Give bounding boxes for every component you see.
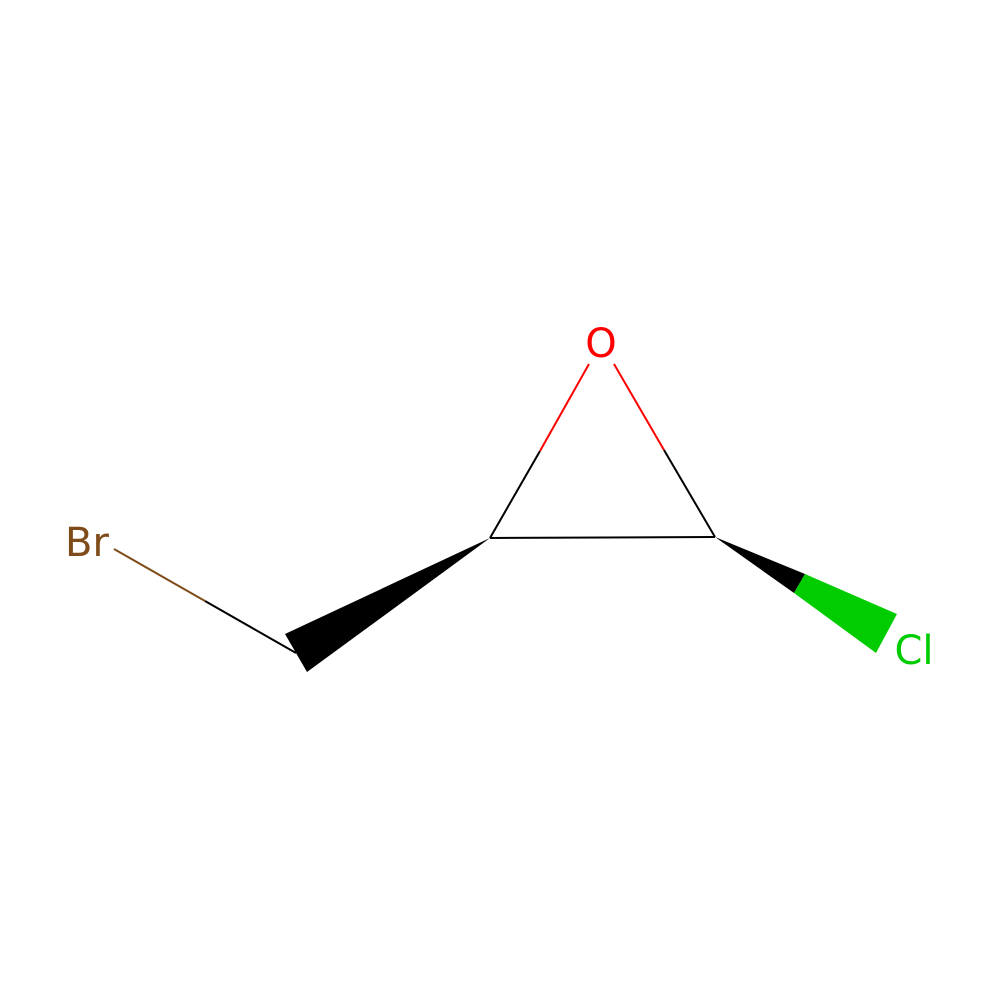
bond-oxygen-c2-carbon-half — [663, 449, 716, 538]
bromine-atom-label: Br — [65, 520, 109, 566]
bond-c1-oxygen — [489, 363, 590, 539]
chlorine-atom-label: Cl — [894, 628, 933, 674]
wedge-bond-c2-chlorine-carbon-half — [715, 537, 805, 593]
bond-ch2-bromine-bromine-half — [113, 548, 206, 602]
bond-c1-oxygen-carbon-half — [489, 450, 541, 539]
bond-ch2-bromine-carbon-half — [204, 600, 297, 654]
bond-c1-c2 — [489, 536, 716, 539]
bond-ch2-bromine — [113, 548, 297, 654]
wedge-bond-c2-chlorine — [715, 537, 897, 653]
wedge-bond-c2-chlorine-chlorine-half — [794, 574, 897, 653]
bond-c1-oxygen-oxygen-half — [539, 363, 590, 452]
oxygen-atom-label: O — [585, 321, 616, 367]
wedge-bond-c1-ch2 — [285, 538, 490, 672]
bond-oxygen-c2-oxygen-half — [613, 363, 665, 451]
bond-oxygen-c2 — [613, 363, 716, 538]
